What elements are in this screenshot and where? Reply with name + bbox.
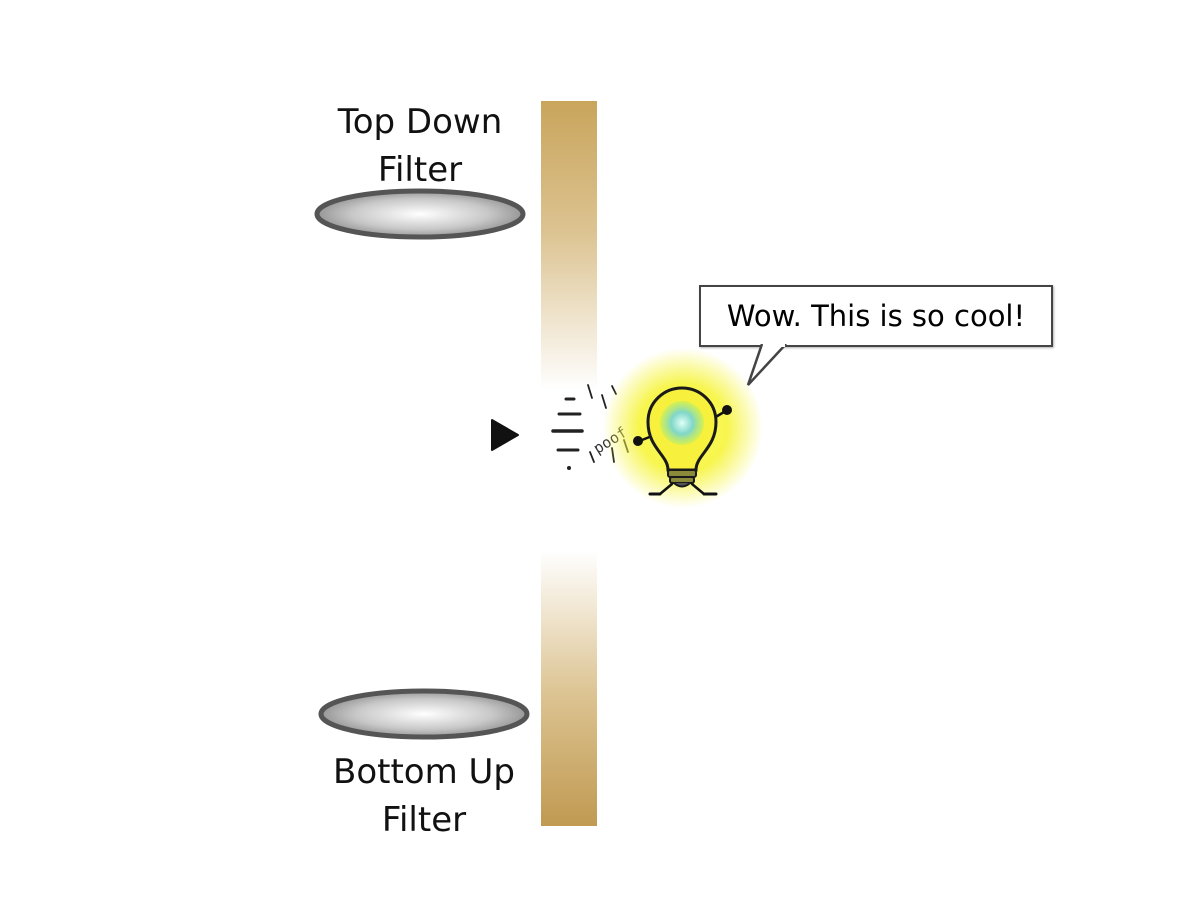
bottom-up-filter-label-line2: Filter (381, 800, 467, 840)
lightbulb-character (603, 348, 763, 508)
speech-bubble: Wow. This is so cool! (699, 285, 1053, 347)
bottom-up-filter-label-line1: Bottom Up (333, 752, 515, 792)
vertical-bar (541, 101, 597, 826)
top-down-filter-label-line2: Filter (377, 150, 463, 190)
top-down-filter-label: Top Down Filter (300, 98, 540, 194)
top-down-filter-label-line1: Top Down (337, 102, 503, 142)
play-arrow-icon (491, 419, 519, 451)
bottom-filter-disc (318, 688, 530, 740)
speech-bubble-tail (746, 344, 787, 386)
top-filter-disc (314, 188, 526, 240)
bottom-up-filter-label: Bottom Up Filter (300, 748, 548, 844)
